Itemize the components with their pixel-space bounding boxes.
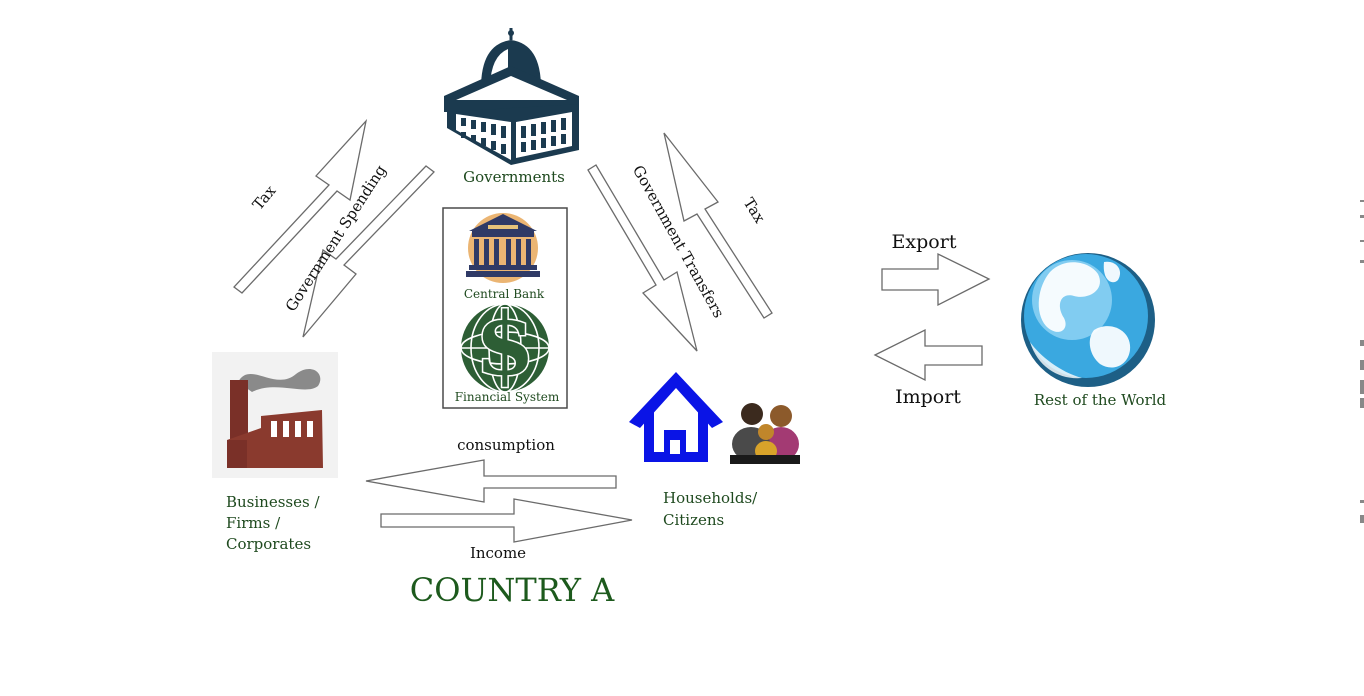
tax-right-label: Tax <box>740 194 769 226</box>
governments-label: Governments <box>463 168 565 186</box>
income-arrow <box>380 498 633 543</box>
svg-text:$: $ <box>475 294 535 395</box>
edge-marks <box>1360 200 1364 523</box>
households-label-line1: Households/ <box>663 489 758 507</box>
businesses-label-line3: Corporates <box>226 535 311 553</box>
capitol-building-icon <box>444 28 579 165</box>
tax-left-arrow <box>233 118 368 294</box>
government-transfers-arrow <box>587 164 698 352</box>
tax-right-arrow <box>663 132 773 319</box>
income-label: Income <box>470 544 526 562</box>
financial-system-label: Financial System <box>455 390 560 404</box>
bank-building-icon <box>466 213 540 283</box>
export-arrow <box>881 252 991 307</box>
globe-icon <box>1021 253 1155 387</box>
diagram-title: COUNTRY A <box>410 571 615 609</box>
tax-left-label: Tax <box>249 182 280 214</box>
businesses-label-line2: Firms / <box>226 514 281 532</box>
consumption-arrow <box>365 459 617 503</box>
businesses-label-line1: Businesses / <box>226 493 320 511</box>
rest-of-world-label: Rest of the World <box>1034 391 1167 409</box>
factory-icon <box>212 352 338 478</box>
central-bank-label: Central Bank <box>464 287 545 301</box>
consumption-label: consumption <box>457 436 555 454</box>
import-arrow <box>873 328 983 382</box>
family-icon <box>730 403 800 464</box>
households-label-line2: Citizens <box>663 511 724 529</box>
dollar-sign-icon: $ <box>460 293 550 397</box>
house-icon <box>629 372 723 462</box>
export-label: Export <box>892 231 957 253</box>
import-label: Import <box>895 386 961 408</box>
government-spending-arrow <box>302 165 435 338</box>
